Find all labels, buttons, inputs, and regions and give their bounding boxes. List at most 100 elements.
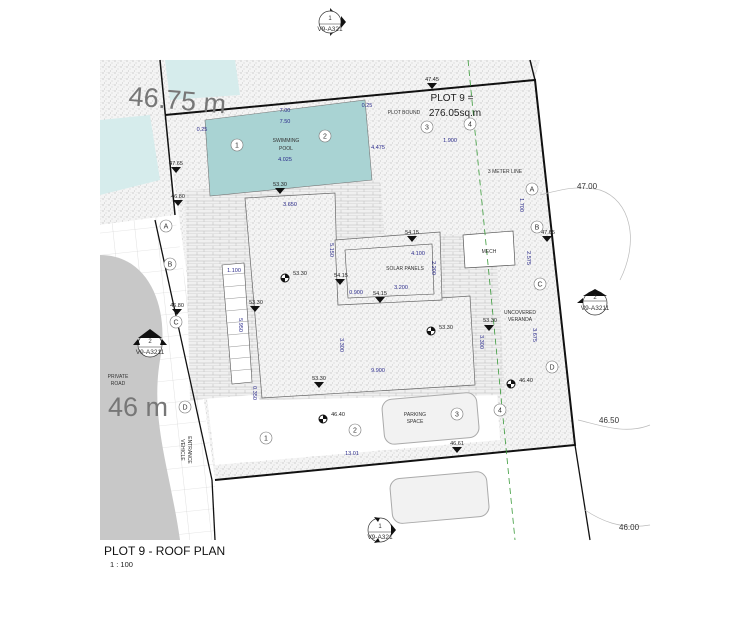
svg-text:D: D xyxy=(182,405,187,412)
svg-text:53.30: 53.30 xyxy=(483,318,497,324)
spot-level: 53.30 xyxy=(280,271,307,283)
roof-upper xyxy=(334,231,443,306)
solar-panel-area xyxy=(344,243,435,299)
svg-text:1: 1 xyxy=(378,524,382,530)
svg-text:46.40: 46.40 xyxy=(331,412,345,418)
dimensions: 7.00 7.50 0.25 0.25 4.025 4.475 1.900 3.… xyxy=(197,103,537,457)
level-marker: 46.61 xyxy=(450,441,464,453)
car-icon xyxy=(381,392,480,445)
svg-text:46.80: 46.80 xyxy=(170,303,184,309)
grid-bubbles xyxy=(159,117,559,445)
svg-text:53.30: 53.30 xyxy=(439,325,453,331)
spot-level: 46.40 xyxy=(318,412,345,424)
section-marker-bottom[interactable]: 1 V9-A321 xyxy=(367,517,396,543)
veranda-label: UNCOVERED xyxy=(504,310,536,316)
svg-text:1: 1 xyxy=(264,436,268,443)
svg-text:3: 3 xyxy=(425,125,429,132)
private-road xyxy=(100,255,180,540)
level-marker: 54.15 xyxy=(405,230,419,242)
svg-text:1: 1 xyxy=(328,16,332,22)
svg-text:V9-A3211: V9-A3211 xyxy=(581,305,610,312)
dimension: 4.025 xyxy=(278,157,292,163)
meter-line-label: 3 METER LINE xyxy=(488,169,523,175)
section-marker-left[interactable]: 2 V9-A3211 xyxy=(133,329,167,358)
contour-label: 47.00 xyxy=(577,182,598,191)
svg-text:53.30: 53.30 xyxy=(273,182,287,188)
svg-text:3: 3 xyxy=(455,412,459,419)
level-marker: 54.15 xyxy=(334,273,348,285)
dimension: 9.900 xyxy=(371,368,385,374)
neighbour-pool xyxy=(165,60,240,100)
plot-boundary xyxy=(164,78,577,481)
dimension: 7.00 xyxy=(280,108,291,114)
level-46: 46 m xyxy=(108,392,168,422)
level-marker: 46.80 xyxy=(171,194,185,206)
plot-bound-label: PLOT BOUND xyxy=(388,110,421,116)
level-marker: 46.80 xyxy=(170,303,184,315)
mech-label: MECH xyxy=(482,249,497,255)
veranda-label: VERANDA xyxy=(508,317,533,323)
svg-text:46.40: 46.40 xyxy=(519,378,533,384)
dimension: 3.675 xyxy=(531,328,537,342)
level-marker: 54.15 xyxy=(373,291,387,303)
dimension: 3.300 xyxy=(478,335,484,349)
level-marker: 53.30 xyxy=(483,318,497,331)
svg-text:47.45: 47.45 xyxy=(425,77,439,83)
level-marker: 53.30 xyxy=(312,376,326,388)
spot-levels: 53.30 53.30 46.40 46.40 46.61 xyxy=(280,271,533,453)
dimension: 5.950 xyxy=(237,318,243,332)
svg-text:C: C xyxy=(173,320,178,327)
svg-text:47.65: 47.65 xyxy=(169,161,183,167)
dimension: 3.200 xyxy=(394,285,408,291)
dimension: 3.300 xyxy=(338,338,344,352)
road-label: ROAD xyxy=(111,381,126,387)
svg-text:4: 4 xyxy=(468,122,472,129)
car-icon xyxy=(389,471,490,524)
plot-area-label: 276.05sq.m xyxy=(429,108,481,119)
spot-level: 46.40 xyxy=(506,378,533,389)
dimension: 0.25 xyxy=(197,127,208,133)
svg-text:1: 1 xyxy=(235,143,239,150)
svg-text:53.30: 53.30 xyxy=(249,300,263,306)
svg-text:2: 2 xyxy=(593,295,597,301)
dimension: 1.100 xyxy=(227,268,241,274)
three-meter-line xyxy=(467,59,516,541)
svg-text:V9-A321: V9-A321 xyxy=(367,534,393,541)
pool-label: POOL xyxy=(279,146,293,152)
section-marker-right[interactable]: 2 V9-A3211 xyxy=(577,289,610,316)
parking-label: PARKING xyxy=(404,412,426,418)
svg-text:B: B xyxy=(168,262,173,269)
stair-treads xyxy=(222,272,253,372)
neighbour-paving xyxy=(100,60,540,225)
solar-panels-label: SOLAR PANELS xyxy=(386,266,424,272)
stair xyxy=(221,262,253,385)
dimension: 0.25 xyxy=(362,103,373,109)
drawing-title: PLOT 9 - ROOF PLAN xyxy=(104,544,226,558)
svg-text:53.30: 53.30 xyxy=(293,271,307,277)
dimension: 1.900 xyxy=(443,138,457,144)
svg-text:D: D xyxy=(549,365,554,372)
dimension: 1.700 xyxy=(518,198,524,212)
svg-text:2: 2 xyxy=(353,428,357,435)
contour-label: 46.50 xyxy=(599,416,620,425)
dimension: 7.50 xyxy=(280,119,291,125)
roof-main xyxy=(244,192,476,399)
entrance-label: ENTRANCE xyxy=(186,436,192,464)
svg-text:A: A xyxy=(164,224,169,231)
section-marker-top[interactable]: 1 V9-A321 xyxy=(317,8,346,36)
svg-text:A: A xyxy=(530,187,535,194)
dimension: 0.350 xyxy=(251,386,257,400)
svg-text:2: 2 xyxy=(323,134,327,141)
dimension: 0.900 xyxy=(349,290,363,296)
svg-text:46.80: 46.80 xyxy=(171,194,185,200)
dimension: 4.100 xyxy=(411,251,425,257)
dimension: 3.650 xyxy=(283,202,297,208)
contour-lines xyxy=(539,187,651,527)
level-marker: 47.65 xyxy=(541,230,555,242)
contour-label: 46.00 xyxy=(619,523,640,532)
level-marker: 47.45 xyxy=(425,77,439,89)
dimension: 2.575 xyxy=(525,251,531,265)
svg-text:54.15: 54.15 xyxy=(334,273,348,279)
